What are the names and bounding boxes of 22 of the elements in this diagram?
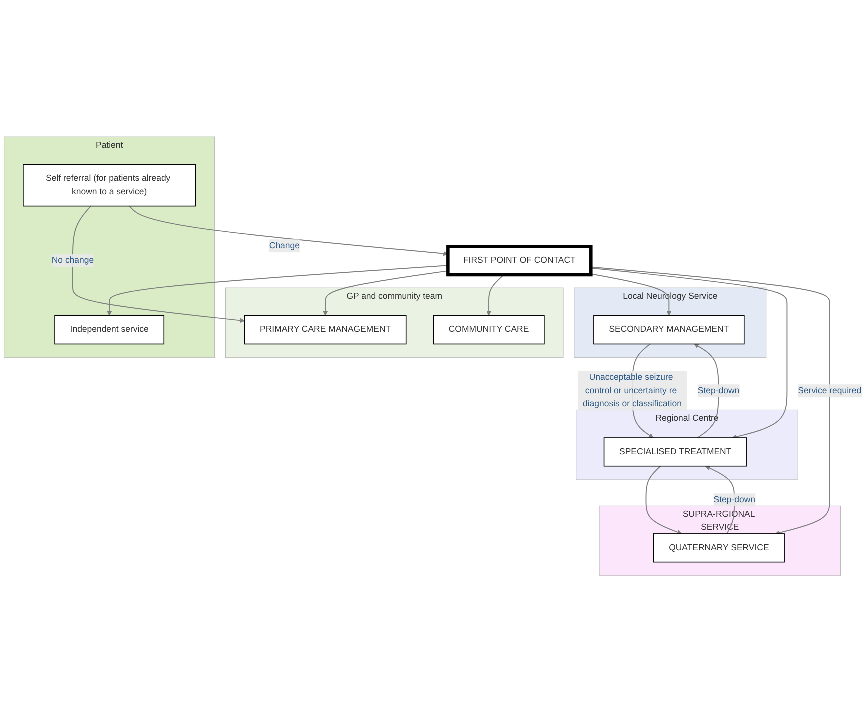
edge-label: Unacceptable seizure control or uncertainty re diagnosis or classification: [583, 373, 682, 409]
edge-label: Change: [269, 241, 300, 250]
node-box: COMMUNITY CARE: [433, 315, 545, 345]
arrow: [590, 274, 672, 316]
arrow: [486, 274, 505, 316]
node-box: SPECIALISED TREATMENT: [604, 438, 748, 467]
arrow: [323, 270, 449, 316]
arrow: [694, 344, 720, 438]
arrow: [72, 206, 245, 324]
edge-label: Step-down: [714, 495, 756, 505]
node-box: PRIMARY CARE MANAGEMENT: [244, 315, 407, 345]
node-box: Self referral (for patients already known to a service): [23, 164, 196, 207]
node-box: Independent service: [54, 315, 165, 345]
node-box: FIRST POINT OF CONTACT: [446, 245, 593, 277]
node-box: QUATERNARY SERVICE: [653, 534, 785, 563]
edge-label: No change: [52, 256, 94, 266]
arrow: [646, 466, 682, 535]
arrow: [107, 265, 449, 316]
arrow: [129, 206, 448, 256]
edge-label: Step-down: [698, 386, 740, 396]
edge-label: Service required: [798, 386, 862, 396]
node-box: SECONDARY MANAGEMENT: [594, 315, 745, 345]
